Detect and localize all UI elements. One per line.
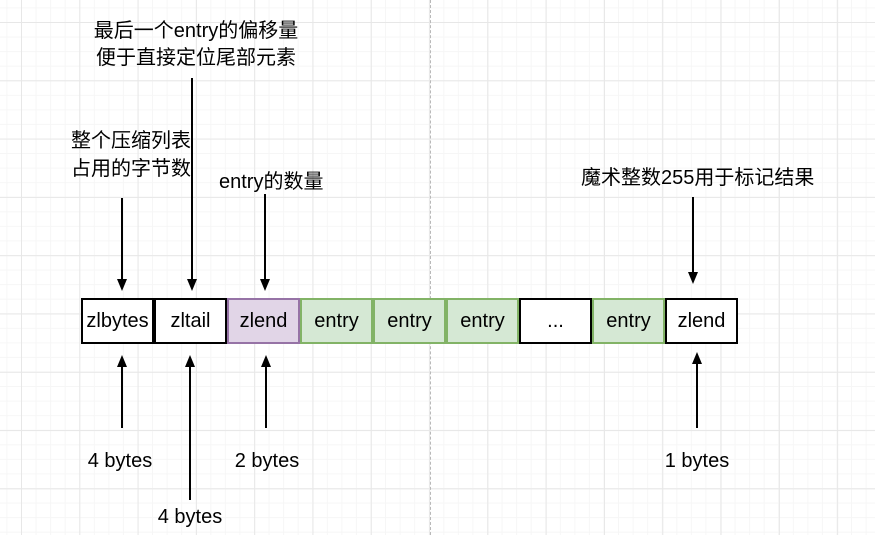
box-entry-3: entry xyxy=(300,298,373,344)
note-entry-count: entry的数量 xyxy=(219,171,324,193)
box-zlbytes-0: zlbytes xyxy=(81,298,154,344)
size-label-zlend-tail: 1 bytes xyxy=(664,450,730,472)
box-entry-4: entry xyxy=(373,298,446,344)
size-label-zltail: 4 bytes xyxy=(157,506,223,528)
size-label-zlbytes: 4 bytes xyxy=(87,450,153,472)
box-ellipsis-6: ... xyxy=(519,298,592,344)
note-zltail-offset: 最后一个entry的偏移量 便于直接定位尾部元素 xyxy=(86,18,306,72)
box-zlend-8: zlend xyxy=(665,298,738,344)
size-label-zlend: 2 bytes xyxy=(234,450,300,472)
page-boundary-line xyxy=(430,0,431,535)
note-zltail-line1: 最后一个entry的偏移量 xyxy=(93,20,299,42)
box-entry-5: entry xyxy=(446,298,519,344)
note-zlbytes-line1: 整个压缩列表 xyxy=(71,130,191,152)
note-zltail-line2: 便于直接定位尾部元素 xyxy=(96,47,296,69)
note-magic-byte: 魔术整数255用于标记结果 xyxy=(581,167,815,189)
box-zlend-2: zlend xyxy=(227,298,300,344)
note-zlbytes-line2: 占用的字节数 xyxy=(71,158,191,180)
box-zltail-1: zltail xyxy=(154,298,227,344)
note-zlbytes-size: 整个压缩列表 占用的字节数 xyxy=(64,127,198,183)
box-entry-7: entry xyxy=(592,298,665,344)
